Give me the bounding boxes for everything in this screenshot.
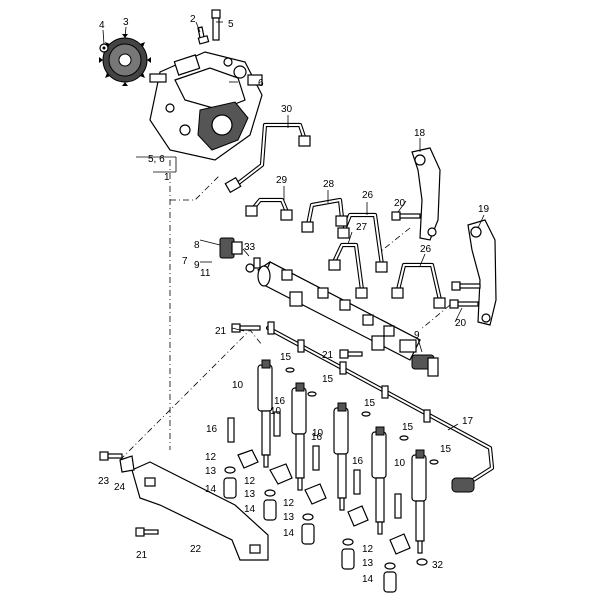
callout-20-a: 20 (394, 198, 406, 209)
callout-32: 32 (432, 560, 444, 571)
callout-21-c: 21 (322, 350, 334, 361)
callout-14-d: 14 (362, 574, 374, 585)
callout-15-c: 15 (364, 398, 376, 409)
callout-12-a: 12 (205, 452, 217, 463)
callout-26-b: 26 (420, 244, 432, 255)
callout-14-c: 14 (283, 528, 295, 539)
injectors (257, 359, 427, 554)
callout-12-b: 12 (244, 476, 256, 487)
callout-13-d: 13 (362, 558, 374, 569)
bolt-2 (197, 26, 210, 45)
sleeves-14 (223, 477, 397, 593)
bolt-5 (211, 9, 221, 41)
callout-4: 4 (99, 20, 105, 31)
callout-33: 33 (244, 242, 256, 253)
callout-2: 2 (190, 14, 196, 25)
callout-28: 28 (323, 179, 335, 190)
callout-23: 23 (98, 476, 110, 487)
callout-10-c: 10 (312, 428, 324, 439)
injector-3 (333, 402, 349, 511)
fuel-rail (256, 261, 421, 361)
center-lines (119, 160, 451, 461)
callout-12-c: 12 (283, 498, 295, 509)
callout-9-left: 9 (194, 260, 200, 271)
callout-14-b: 14 (244, 504, 256, 515)
high-pressure-pump (149, 51, 263, 161)
callout-24: 24 (114, 482, 126, 493)
bolts-16 (227, 411, 402, 519)
callout-29: 29 (276, 175, 288, 186)
callout-16-d: 16 (352, 456, 364, 467)
callout-21-b: 21 (136, 550, 148, 561)
callout-10-b: 10 (270, 406, 282, 417)
callout-17: 17 (462, 416, 474, 427)
washers-13 (224, 466, 396, 570)
callout-19: 19 (478, 204, 490, 215)
callout-11: 11 (200, 268, 211, 279)
o-rings-15 (285, 367, 439, 465)
callout-labels: 1 2 3 4 5 5, 6 6 7 8 9 9 10 10 10 10 11 … (98, 14, 490, 585)
callout-8: 8 (194, 240, 200, 251)
callout-16-b: 16 (274, 396, 286, 407)
pressure-sensor-9 (411, 354, 439, 377)
clip-24 (119, 455, 135, 473)
callout-7: 7 (182, 256, 188, 267)
callout-3: 3 (123, 17, 129, 28)
bolts-20 (391, 211, 481, 309)
washer-4 (99, 43, 109, 53)
callout-15-d: 15 (402, 422, 414, 433)
callout-10-d: 10 (394, 458, 406, 469)
seal-32 (416, 558, 428, 566)
pump-sprocket (99, 34, 151, 86)
callout-16-c: 16 (311, 432, 323, 443)
callout-21-a: 21 (215, 326, 227, 337)
return-line-17 (265, 321, 495, 493)
clamps-12 (237, 449, 411, 555)
heat-shield-22 (131, 461, 269, 561)
callout-10-a: 10 (232, 380, 244, 391)
leader-lines (102, 21, 485, 431)
callout-15-b: 15 (322, 374, 334, 385)
callout-30: 30 (281, 104, 293, 115)
callout-9-right: 9 (414, 330, 420, 341)
bracket-19 (467, 219, 497, 326)
callout-20-b: 20 (455, 318, 467, 329)
callout-1: 1 (164, 172, 170, 183)
pipe-fittings (224, 135, 446, 309)
injector-5 (411, 449, 427, 554)
callout-18: 18 (414, 128, 426, 139)
bracket-18 (411, 147, 441, 241)
callout-15-e: 15 (440, 444, 452, 455)
pressure-regulator-8 (219, 237, 255, 273)
callout-22: 22 (190, 544, 202, 555)
bolt-21-shield (135, 527, 159, 537)
callout-27: 27 (356, 222, 368, 233)
callout-16-a: 16 (206, 424, 218, 435)
injector-2 (291, 382, 307, 491)
callout-13-a: 13 (205, 466, 217, 477)
callout-6: 6 (258, 78, 264, 89)
callout-13-b: 13 (244, 489, 256, 500)
bolt-23 (99, 451, 123, 461)
injector-1 (257, 359, 273, 468)
bolt-21-rail (231, 323, 363, 359)
callout-5: 5 (228, 19, 234, 30)
callout-12-d: 12 (362, 544, 374, 555)
callout-14-a: 14 (205, 484, 217, 495)
injector-4 (371, 426, 387, 535)
callout-26-a: 26 (362, 190, 374, 201)
callout-15-a: 15 (280, 352, 292, 363)
callout-13-c: 13 (283, 512, 295, 523)
sensor-33 (253, 257, 261, 269)
callout-5-6: 5, 6 (148, 154, 165, 165)
